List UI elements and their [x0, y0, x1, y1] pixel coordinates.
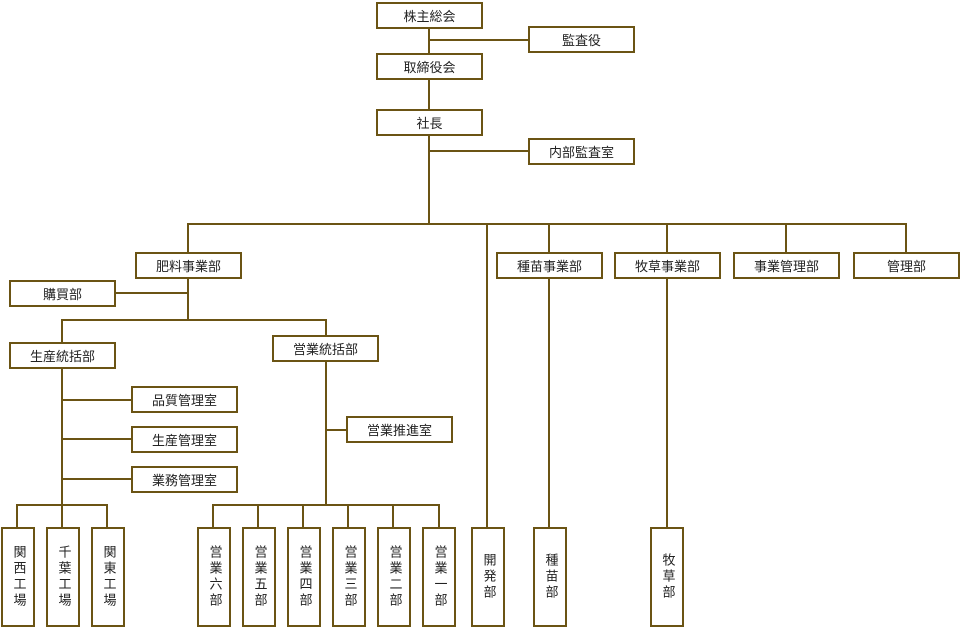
box-factory-kansai: 関西工場 — [1, 527, 35, 627]
box-seed-dept: 種苗部 — [533, 527, 567, 627]
box-sales-6: 営業六部 — [197, 527, 231, 627]
box-sales-promotion: 営業推進室 — [346, 416, 453, 443]
box-pasture-division: 牧草事業部 — [614, 252, 721, 279]
box-development: 開発部 — [471, 527, 505, 627]
box-board: 取締役会 — [376, 53, 483, 80]
box-sales-1: 営業一部 — [422, 527, 456, 627]
box-sales-hq: 営業統括部 — [272, 335, 379, 362]
box-business-management: 事業管理部 — [733, 252, 840, 279]
box-purchasing: 購買部 — [9, 280, 116, 307]
box-quality-office: 品質管理室 — [131, 386, 238, 413]
box-factory-kanto: 関東工場 — [91, 527, 125, 627]
box-production-office: 生産管理室 — [131, 426, 238, 453]
box-pasture-dept: 牧草部 — [650, 527, 684, 627]
box-factory-chiba: 千葉工場 — [46, 527, 80, 627]
box-auditor: 監査役 — [528, 26, 635, 53]
box-fertilizer-division: 肥料事業部 — [135, 252, 242, 279]
box-sales-3: 営業三部 — [332, 527, 366, 627]
box-sales-5: 営業五部 — [242, 527, 276, 627]
box-shareholders: 株主総会 — [376, 2, 483, 29]
box-president: 社長 — [376, 109, 483, 136]
box-operations-office: 業務管理室 — [131, 466, 238, 493]
box-sales-4: 営業四部 — [287, 527, 321, 627]
box-seed-division: 種苗事業部 — [496, 252, 603, 279]
box-production-hq: 生産統括部 — [9, 342, 116, 369]
box-internal-audit: 内部監査室 — [528, 138, 635, 165]
box-administration: 管理部 — [853, 252, 960, 279]
box-sales-2: 営業二部 — [377, 527, 411, 627]
